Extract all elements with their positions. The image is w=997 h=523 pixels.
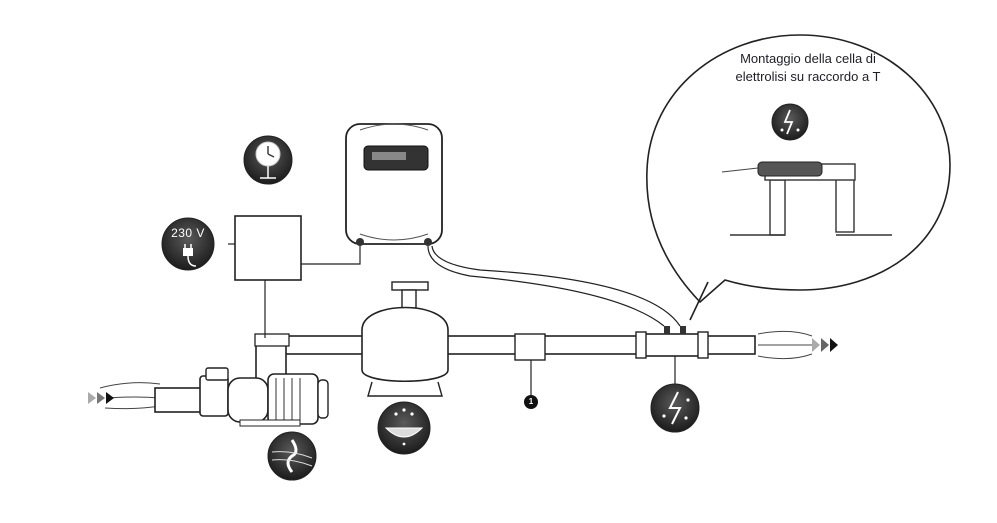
callout-line-2: elettrolisi su raccordo a T — [735, 69, 881, 84]
control-unit — [345, 123, 443, 246]
pump — [154, 367, 329, 427]
sand-filter — [361, 281, 449, 397]
marker-1 — [524, 395, 538, 409]
callout-bubble — [646, 34, 951, 321]
voltage-label: 230 V — [171, 226, 205, 240]
inlet-flow — [88, 382, 161, 410]
callout-caption: Montaggio della cella di elettrolisi su … — [692, 50, 924, 86]
cables — [264, 245, 681, 338]
filter-icon — [377, 401, 431, 455]
electrolysis-cell — [635, 326, 709, 384]
callout-line-1: Montaggio della cella di — [740, 51, 876, 66]
callout-tee-fitting — [721, 161, 892, 236]
pump-fan-icon — [267, 431, 317, 481]
callout-electrolysis-icon — [771, 103, 809, 141]
outlet-flow — [757, 330, 838, 360]
timer-box — [228, 215, 302, 281]
flow-sensor — [514, 333, 546, 409]
clock-icon — [243, 135, 293, 185]
electrolysis-icon — [650, 383, 700, 433]
marker-number: 1 — [528, 397, 534, 406]
plug-icon — [161, 217, 215, 271]
